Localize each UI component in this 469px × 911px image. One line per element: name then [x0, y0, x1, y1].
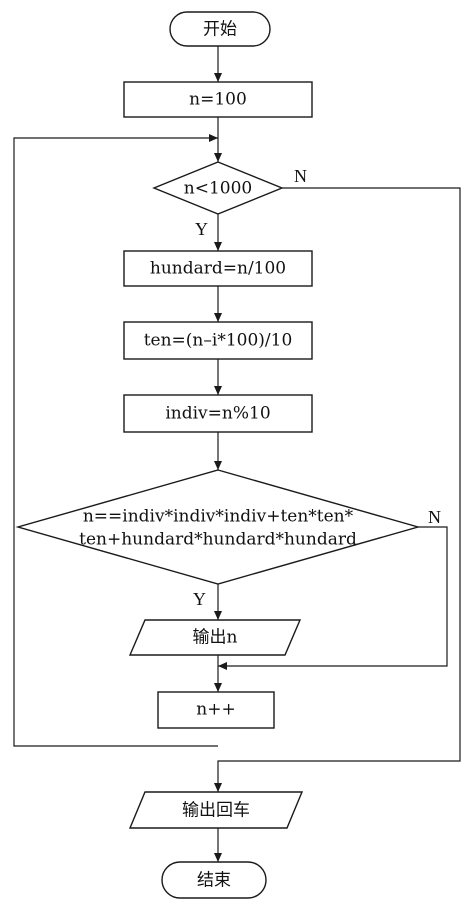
output-newline-label: 输出回车 [182, 801, 250, 821]
check-label-line2: ten+hundard*hundard*hundard [79, 530, 357, 550]
check-no-label: N [428, 507, 441, 527]
ten-process: ten=(n–i*100)/10 [123, 321, 313, 360]
check-label-line1: n==indiv*indiv*indiv+ten*ten* [83, 507, 354, 527]
loop-yes-label: Y [195, 219, 208, 239]
check-yes-label: Y [193, 589, 206, 609]
loop-no-label: N [294, 166, 307, 186]
ten-label: ten=(n–i*100)/10 [144, 331, 293, 351]
end-label: 结束 [197, 871, 231, 891]
armstrong-check-decision: n==indiv*indiv*indiv+ten*ten* ten+hundar… [15, 469, 421, 585]
loop-condition-label: n<1000 [184, 179, 252, 199]
output-n-io: 输出n [128, 619, 302, 656]
loop-condition-decision: n<1000 [152, 161, 284, 215]
init-label: n=100 [189, 90, 247, 110]
increment-label: n++ [196, 700, 235, 720]
start-label: 开始 [203, 20, 237, 40]
init-process: n=100 [123, 81, 313, 118]
hundred-label: hundard=n/100 [150, 259, 286, 279]
start-terminal: 开始 [169, 11, 271, 47]
arrow-loop-back [13, 134, 218, 747]
arrow-check-no [218, 526, 448, 670]
indiv-process: indiv=n%10 [123, 394, 313, 433]
end-terminal: 结束 [161, 861, 267, 899]
arrow-condition-no [214, 187, 461, 792]
increment-process: n++ [157, 691, 275, 729]
output-n-label: 输出n [193, 628, 238, 648]
hundred-process: hundard=n/100 [123, 250, 313, 287]
indiv-label: indiv=n%10 [165, 404, 270, 424]
output-newline-io: 输出回车 [128, 791, 304, 829]
